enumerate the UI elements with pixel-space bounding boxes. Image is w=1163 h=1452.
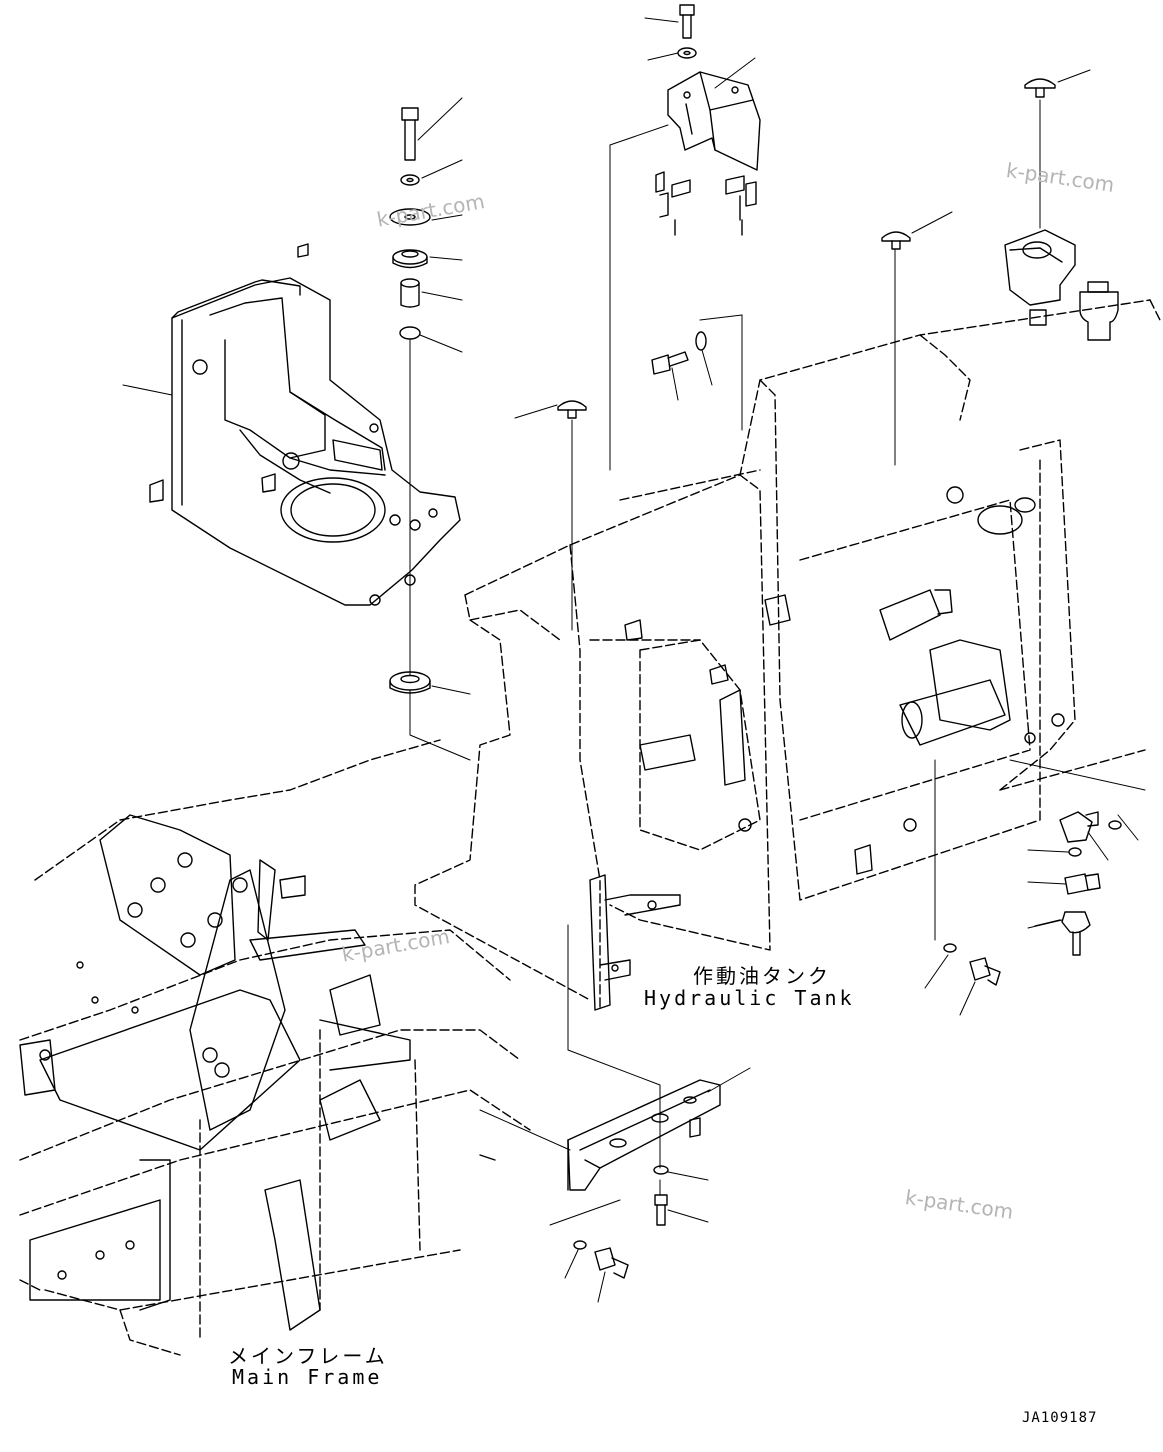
tank-fittings: [624, 486, 1065, 875]
lower-channel-bracket: [567, 1079, 721, 1191]
breather-assembly: [1004, 229, 1119, 341]
hydraulic-tank-label-jp: 作動油タンク: [693, 964, 831, 988]
tank-side-bracket: [589, 874, 681, 1011]
hydraulic-tank-label-en: Hydraulic Tank: [644, 986, 855, 1010]
main-frame-label-jp: メインフレーム: [228, 1344, 388, 1368]
lower-bolts: [573, 943, 1001, 1279]
main-frame-outline: [19, 739, 531, 1356]
assembly-guide-lines: [409, 99, 1146, 1226]
hydraulic-tank-outline: [414, 299, 1161, 1011]
callout-leader-lines: [122, 17, 1139, 1303]
main-frame-solid: [19, 814, 496, 1331]
drawing-number: JA109187: [1022, 1410, 1098, 1426]
plug-caps: [557, 78, 1056, 419]
battery-case-cover: [149, 243, 461, 606]
top-bracket: [655, 4, 761, 236]
center-bolt: [651, 331, 707, 375]
main-frame-label-en: Main Frame: [232, 1365, 383, 1389]
